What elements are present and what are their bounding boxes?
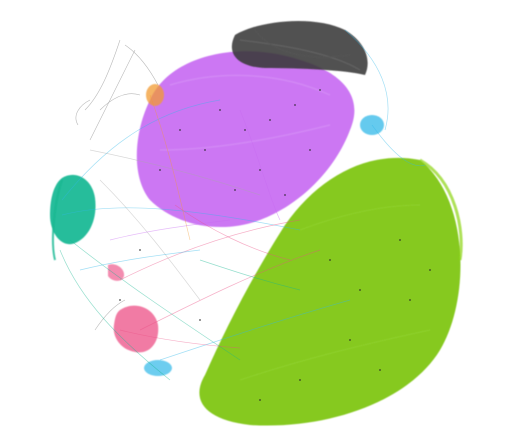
community-orange [146,84,164,106]
community-pink-hull [113,305,159,353]
community-dark-gray [231,20,368,75]
community-purple [136,51,355,228]
community-green-hull [199,157,461,426]
community-teal-hull [50,174,96,245]
community-pink [108,264,159,353]
community-cyan [144,115,384,376]
inter-community-edges [59,29,426,381]
community-light-gray [75,39,159,331]
community-cyan-cluster-right [360,115,384,135]
community-cyan-cluster-bottom [144,360,172,376]
community-teal [50,174,96,261]
community-purple-hull [136,51,355,228]
community-dark-gray-hull [231,20,368,75]
community-green [199,157,463,426]
node-dots [119,89,431,401]
community-orange-cluster [146,84,164,106]
